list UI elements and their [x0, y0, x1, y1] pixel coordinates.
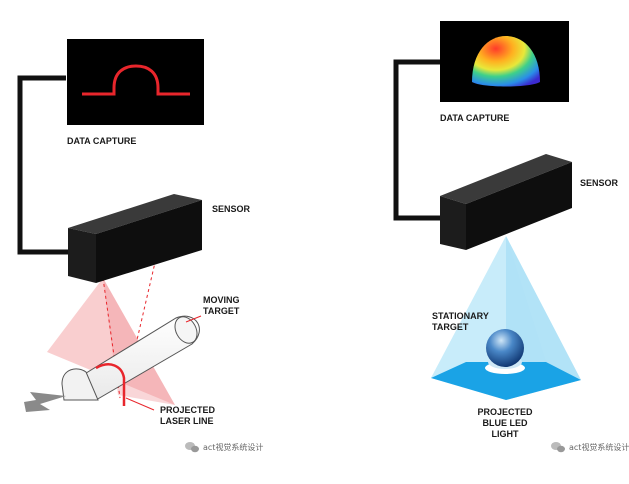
led-light-label-1: PROJECTED: [477, 407, 533, 417]
laser-line-label-2: LASER LINE: [160, 416, 214, 426]
right-panel: DATA CAPTURE SENSOR STATIONARY TARGET PR…: [393, 21, 629, 453]
right-watermark: act视觉系统设计: [551, 442, 629, 453]
laser-line-label-1: PROJECTED: [160, 405, 216, 415]
wechat-icon: [185, 442, 199, 453]
right-sensor-label: SENSOR: [580, 178, 619, 188]
laser-line-on-target: [95, 363, 126, 406]
moving-target-cylinder: [61, 315, 200, 406]
left-sensor-label: SENSOR: [212, 204, 251, 214]
left-watermark-text: act视觉系统设计: [203, 442, 263, 452]
led-light-label-2: BLUE LED: [483, 418, 529, 428]
led-floor: [431, 362, 581, 400]
blue-led-pyramid: [431, 236, 581, 400]
left-watermark: act视觉系统设计: [185, 442, 263, 453]
left-capture-screen: [67, 39, 204, 125]
stationary-target-sphere: [485, 329, 525, 374]
wechat-icon: [551, 442, 565, 453]
left-connector-bracket: [17, 75, 68, 255]
led-light-label-3: LIGHT: [492, 429, 519, 439]
dome-height-map: [472, 36, 540, 87]
stationary-target-label-2: TARGET: [432, 322, 469, 332]
motion-arrow-icon: [24, 392, 66, 412]
laser-profile-curve: [82, 64, 190, 96]
moving-target-label-1: MOVING: [203, 295, 240, 305]
right-capture-screen: [440, 21, 569, 102]
stationary-target-label-1: STATIONARY: [432, 311, 489, 321]
left-panel: DATA CAPTURE SENSOR MOVING TARGET: [17, 39, 263, 453]
moving-target-label-2: TARGET: [203, 306, 240, 316]
left-capture-label: DATA CAPTURE: [67, 136, 136, 146]
right-watermark-text: act视觉系统设计: [569, 442, 629, 452]
right-sensor: [440, 154, 572, 250]
right-capture-label: DATA CAPTURE: [440, 113, 509, 123]
right-connector-bracket: [393, 59, 440, 221]
left-sensor: [68, 194, 202, 283]
